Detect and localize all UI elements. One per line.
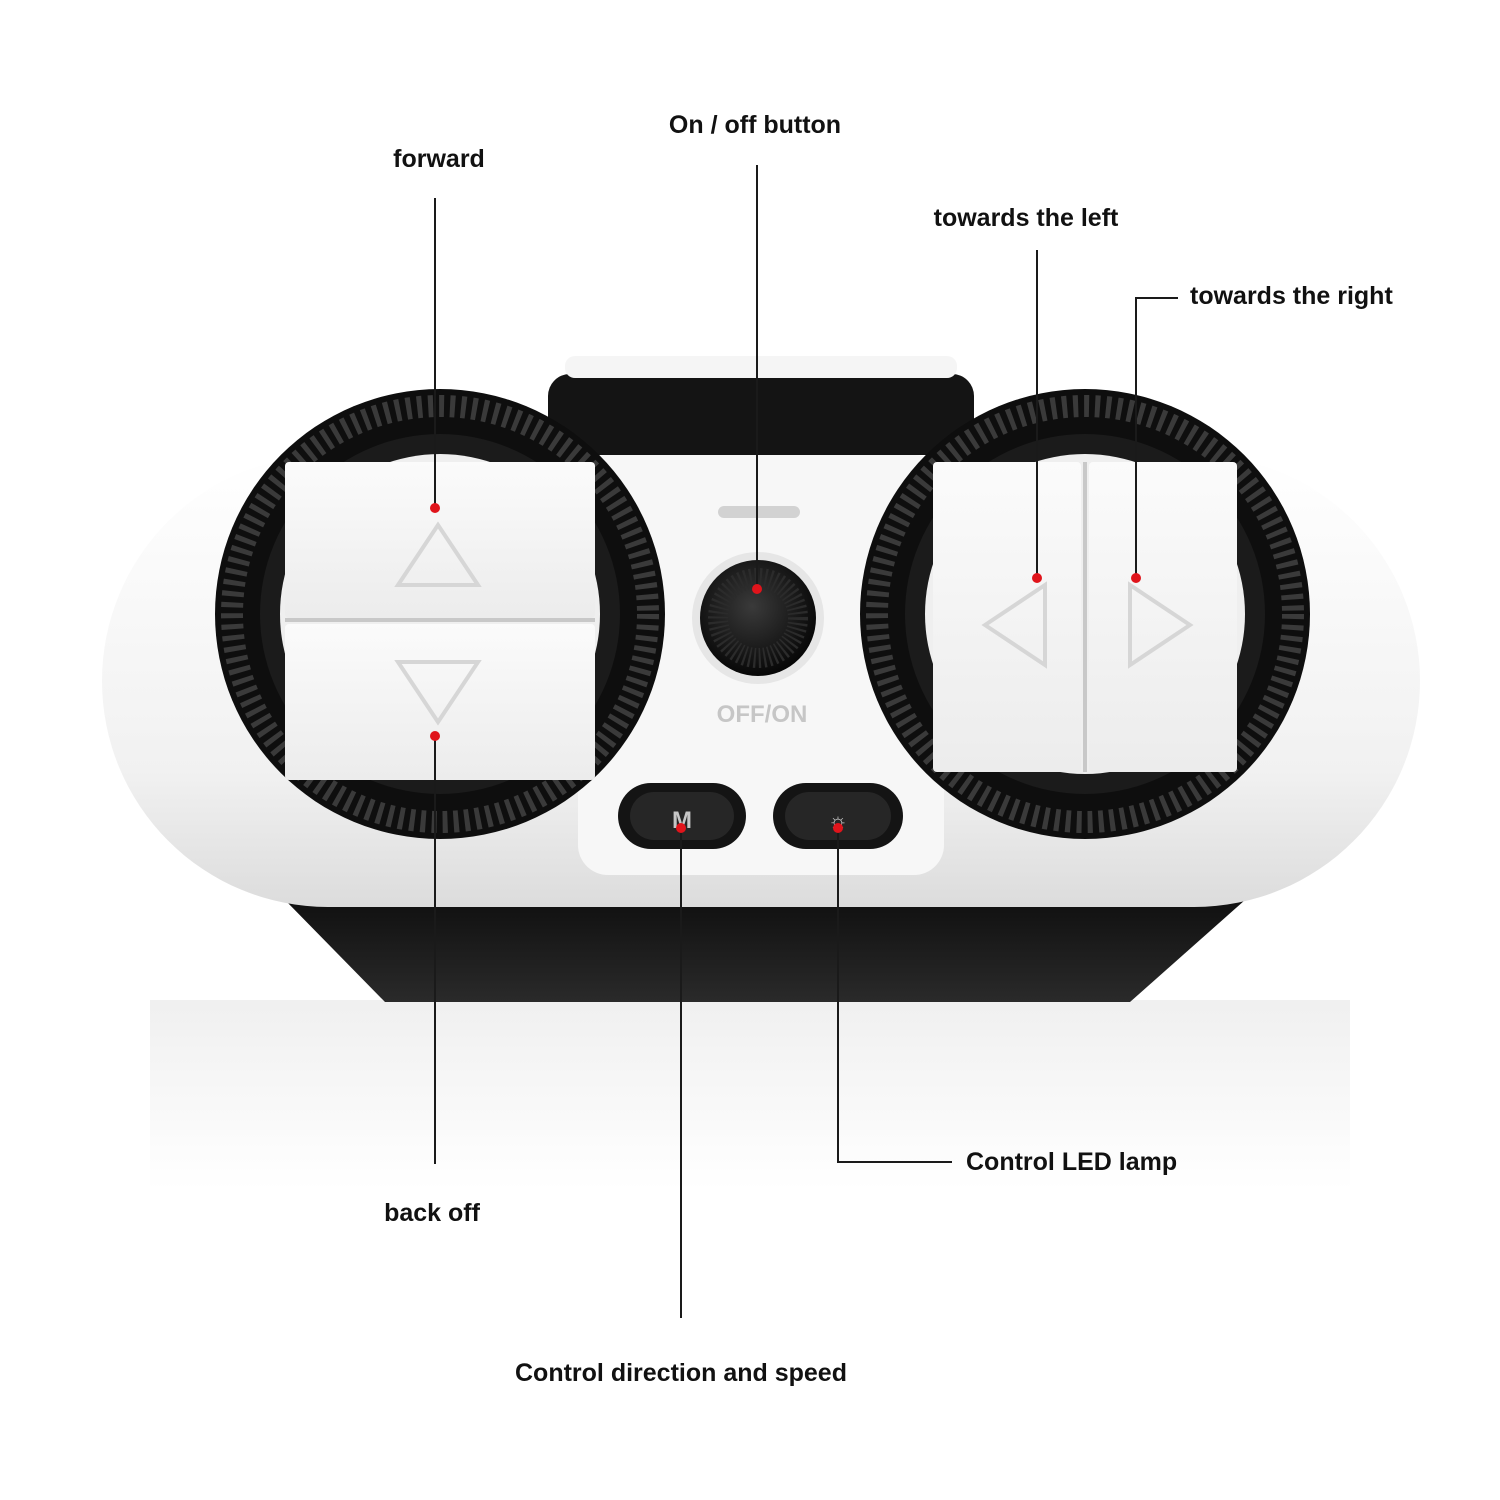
left-turn-button[interactable] (933, 462, 1081, 772)
left-dial-teeth (221, 395, 659, 833)
triangle-up-icon (394, 521, 482, 587)
right-dial-teeth (866, 395, 1304, 833)
right-dial (860, 389, 1310, 839)
callout-labels: forward On / off button towards the left… (384, 111, 1393, 1387)
triangle-right-icon (1128, 581, 1194, 669)
label-control-direction-speed: Control direction and speed (515, 1359, 847, 1387)
mode-button[interactable]: M (618, 783, 746, 849)
floor-reflection (150, 1000, 1350, 1190)
switch-label: OFF/ON (717, 701, 808, 728)
triangle-left-icon (981, 581, 1047, 669)
marker-dots (430, 503, 1141, 833)
label-back-off: back off (384, 1199, 481, 1227)
label-forward: forward (393, 145, 485, 173)
left-dial (215, 389, 665, 839)
triangle-down-icon (394, 660, 482, 726)
marker-dot-back-off (430, 731, 440, 741)
marker-dot-led-lamp (833, 823, 843, 833)
leader-led-lamp (837, 828, 952, 1163)
remote-control-device: OFF/ON M ☼ (102, 356, 1420, 1002)
right-turn-button[interactable] (1089, 462, 1237, 772)
marker-dot-direction-speed (676, 823, 686, 833)
marker-dot-towards-right (1131, 573, 1141, 583)
status-led (718, 506, 800, 518)
device-base (285, 900, 1245, 1002)
marker-dot-forward (430, 503, 440, 513)
light-button[interactable]: ☼ (773, 783, 903, 849)
power-knob[interactable] (692, 552, 824, 684)
marker-dot-towards-left (1032, 573, 1042, 583)
leader-lines (434, 165, 1178, 1318)
leader-towards-right (1135, 297, 1178, 578)
marker-dot-on-off (752, 584, 762, 594)
forward-button[interactable] (285, 462, 595, 618)
label-control-led-lamp: Control LED lamp (966, 1148, 1177, 1176)
label-on-off-button: On / off button (669, 111, 841, 139)
light-button-label: ☼ (828, 808, 848, 833)
back-button[interactable] (285, 624, 595, 780)
label-towards-the-left: towards the left (934, 204, 1119, 232)
label-towards-the-right: towards the right (1190, 282, 1393, 310)
